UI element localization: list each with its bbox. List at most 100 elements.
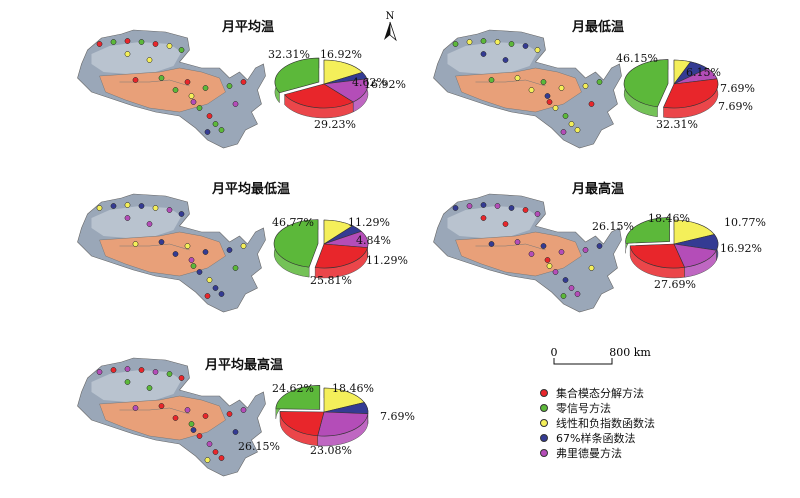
station-marker <box>206 113 213 119</box>
station-marker <box>166 371 173 377</box>
station-marker <box>488 241 495 247</box>
station-marker <box>480 38 487 44</box>
station-marker <box>574 291 581 297</box>
station-marker <box>226 247 233 253</box>
station-marker <box>152 41 159 47</box>
station-marker <box>202 85 209 91</box>
station-marker <box>184 407 191 413</box>
pie-data-label: 32.31% <box>656 118 698 131</box>
station-marker <box>218 127 225 133</box>
station-marker <box>188 257 195 263</box>
panel-title: 月平均最低温 <box>212 182 291 197</box>
station-marker <box>522 43 529 49</box>
station-marker <box>596 243 603 249</box>
station-marker <box>212 121 219 127</box>
station-marker <box>138 39 145 45</box>
station-marker <box>574 127 581 133</box>
pie-data-label: 32.31% <box>268 48 310 61</box>
station-marker <box>534 211 541 217</box>
station-marker <box>110 367 117 373</box>
station-marker <box>196 433 203 439</box>
station-marker <box>466 39 473 45</box>
station-marker <box>452 205 459 211</box>
pie-slice <box>623 59 669 108</box>
panel-title: 月平均温 <box>222 20 275 35</box>
pie-data-label: 25.81% <box>310 274 352 287</box>
station-marker <box>212 449 219 455</box>
station-marker <box>588 101 595 107</box>
pie-data-label: 6.15% <box>686 66 721 79</box>
pie-data-label: 16.92% <box>720 242 762 255</box>
pie-data-label: 16.92% <box>320 48 362 61</box>
map-basin <box>447 206 538 238</box>
station-marker <box>558 85 565 91</box>
station-marker <box>146 57 153 63</box>
station-marker <box>488 77 495 83</box>
station-marker <box>560 129 567 135</box>
station-marker <box>124 51 131 57</box>
station-marker <box>534 47 541 53</box>
station-marker <box>178 47 185 53</box>
station-marker <box>494 203 501 209</box>
pie-data-label: 10.77% <box>724 216 766 229</box>
pie-slice <box>323 78 369 103</box>
station-marker <box>546 263 553 269</box>
station-marker <box>124 38 131 44</box>
pie-chart: 24.62%18.46%7.69%26.15%23.08% <box>238 382 415 457</box>
station-marker <box>558 249 565 255</box>
pie-chart: 46.15%6.15%7.69%7.69%32.31% <box>616 52 755 131</box>
station-marker <box>452 41 459 47</box>
station-marker <box>218 291 225 297</box>
station-marker <box>96 205 103 211</box>
pie-slice <box>317 411 369 437</box>
station-marker <box>540 79 547 85</box>
legend-item: 67%样条函数法 <box>540 431 655 445</box>
station-marker <box>146 221 153 227</box>
legend-label: 弗里德曼方法 <box>556 447 622 460</box>
station-marker <box>232 265 239 271</box>
legend-label: 线性和负指数函数法 <box>556 417 655 430</box>
station-marker <box>218 455 225 461</box>
legend-swatch <box>540 419 548 427</box>
station-marker <box>132 77 139 83</box>
station-marker <box>188 93 195 99</box>
station-marker <box>124 379 131 385</box>
station-marker <box>232 101 239 107</box>
scale-end-label: 800 km <box>609 346 651 359</box>
legend-swatch <box>540 404 548 412</box>
station-marker <box>546 99 553 105</box>
station-marker <box>132 241 139 247</box>
station-marker <box>528 87 535 93</box>
station-marker <box>582 247 589 253</box>
station-marker <box>544 257 551 263</box>
station-marker <box>514 239 521 245</box>
station-marker <box>508 205 515 211</box>
station-marker <box>480 51 487 57</box>
station-marker <box>514 75 521 81</box>
station-marker <box>568 285 575 291</box>
station-marker <box>226 83 233 89</box>
legend-item: 集合模态分解方法 <box>540 386 655 400</box>
pie-data-label: 26.15% <box>592 220 634 233</box>
station-marker <box>196 269 203 275</box>
station-marker <box>124 202 131 208</box>
pie-data-label: 46.77% <box>272 216 314 229</box>
station-marker <box>190 263 197 269</box>
station-marker <box>202 413 209 419</box>
station-marker <box>178 375 185 381</box>
station-marker <box>196 105 203 111</box>
pie-data-label: 29.23% <box>314 118 356 131</box>
pie-chart: 46.77%11.29%4.84%11.29%25.81% <box>272 216 408 287</box>
station-marker <box>480 202 487 208</box>
legend-item: 零信号方法 <box>540 401 655 415</box>
panel-title: 月最低温 <box>572 20 625 35</box>
station-marker <box>204 129 211 135</box>
station-marker <box>110 39 117 45</box>
station-marker <box>240 79 247 85</box>
study-area-map <box>433 193 622 313</box>
legend-item: 弗里德曼方法 <box>540 446 655 460</box>
station-marker <box>158 75 165 81</box>
pie-slice <box>625 217 670 244</box>
station-marker <box>206 277 213 283</box>
